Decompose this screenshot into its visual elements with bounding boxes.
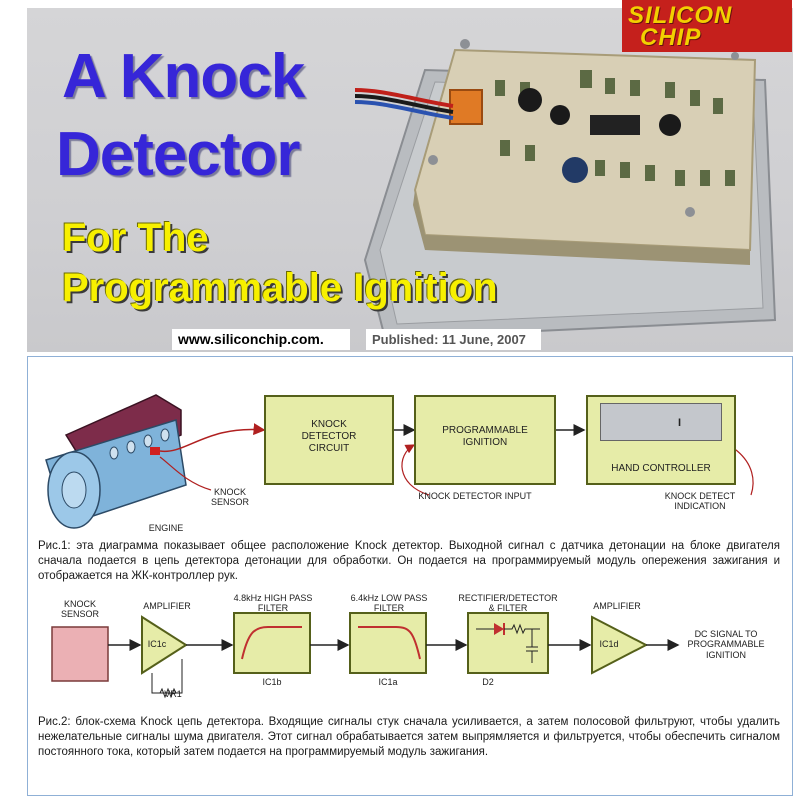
lpf-title: 6.4kHz LOW PASS FILTER	[350, 593, 428, 614]
rectifier-title: RECTIFIER/DETECTOR & FILTER	[458, 593, 558, 614]
website-url[interactable]: www.siliconchip.com.	[172, 329, 350, 350]
hpf-name: IC1b	[262, 677, 282, 687]
logo-line2: CHIP	[640, 24, 702, 51]
hand-controller-label: HAND CONTROLLER	[611, 463, 711, 474]
figure2-block-schematic	[51, 612, 680, 699]
figure1-diagram: KNOCK DETECTOR CIRCUIT PROGRAMMABLE IGNI…	[36, 365, 778, 535]
knock-detector-input-label: KNOCK DETECTOR INPUT	[418, 491, 532, 501]
hand-controller-box: I HAND CONTROLLER	[586, 395, 736, 485]
amplifier1-title: AMPLIFIER	[143, 601, 191, 611]
lcd-character: I	[677, 417, 681, 429]
silicon-chip-logo: SILICON CHIP	[622, 0, 792, 52]
output-label: DC SIGNAL TO PROGRAMMABLE IGNITION	[687, 629, 765, 660]
figure1-caption: Рис.1: эта диаграмма показывает общее ра…	[38, 540, 780, 582]
programmable-ignition-label: PROGRAMMABLE IGNITION	[442, 425, 528, 448]
amplifier2-name: IC1d	[599, 639, 619, 649]
circuit-board-photo	[354, 39, 777, 338]
header-banner: A Knock Detector For The Programmable Ig…	[0, 0, 793, 352]
title-line2: Detector	[56, 120, 301, 189]
knock-detector-circuit-box: KNOCK DETECTOR CIRCUIT	[264, 395, 394, 485]
subtitle-line1: For The	[62, 216, 209, 260]
knock-detect-indication-label: KNOCK DETECT INDICATION	[664, 491, 736, 512]
title-line1: A Knock	[62, 42, 305, 111]
amplifier2-title: AMPLIFIER	[593, 601, 641, 611]
lpf-name: IC1a	[378, 677, 398, 687]
knock-detector-circuit-label: KNOCK DETECTOR CIRCUIT	[301, 419, 357, 454]
knock-sensor-label: KNOCK SENSOR	[210, 487, 249, 508]
content-panel: KNOCK DETECTOR CIRCUIT PROGRAMMABLE IGNI…	[27, 356, 793, 796]
rectifier-name: D2	[482, 677, 494, 687]
vr1-label: VR1	[164, 689, 182, 699]
subtitle-line2: Programmable Ignition	[62, 266, 498, 310]
lcd-screen: I	[600, 403, 722, 441]
figure2-caption: Рис.2: блок-схема Knock цепь детектора. …	[38, 716, 780, 758]
published-date: Published: 11 June, 2007	[366, 329, 541, 350]
programmable-ignition-box: PROGRAMMABLE IGNITION	[414, 395, 556, 485]
knock-sensor-label-fig2: KNOCK SENSOR	[60, 599, 99, 620]
amplifier1-name: IC1c	[147, 639, 167, 649]
figure2-diagram: KNOCK SENSOR AMPLIFIER IC1c VR1 4.8kHz H…	[36, 593, 778, 701]
hpf-title: 4.8kHz HIGH PASS FILTER	[233, 593, 313, 614]
logo-line1: SILICON	[628, 2, 733, 29]
figure1-engine-and-wires	[45, 394, 754, 529]
engine-label: ENGINE	[148, 523, 184, 533]
